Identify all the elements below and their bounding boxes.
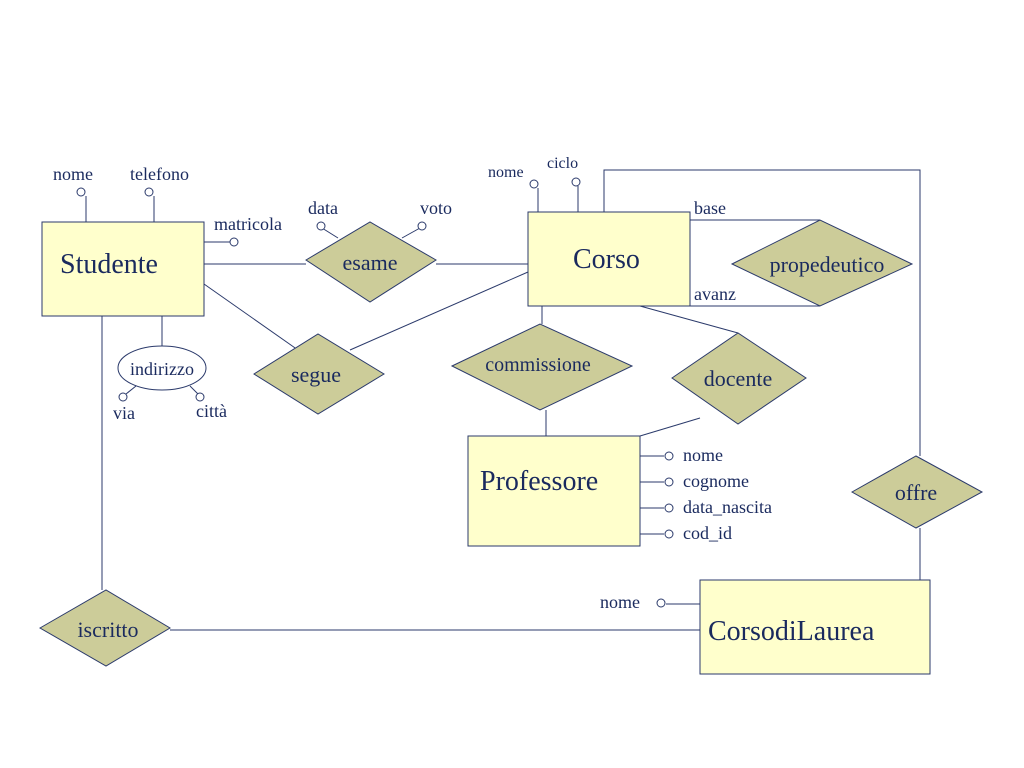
entity-label: CorsodiLaurea <box>708 616 875 647</box>
svg-text:telefono: telefono <box>130 164 189 184</box>
relationship-esame[interactable]: esame <box>305 221 437 303</box>
svg-text:cognome: cognome <box>683 471 749 491</box>
svg-text:nome: nome <box>600 592 640 612</box>
svg-text:data_nascita: data_nascita <box>683 497 772 517</box>
relationship-label: propedeutico <box>770 252 885 277</box>
svg-text:nome: nome <box>53 164 93 184</box>
relationship-segue[interactable]: segue <box>253 333 385 415</box>
relationship-label: commissione <box>485 354 591 376</box>
attribute-corso-ciclo: ciclo <box>547 155 581 187</box>
attribute-esame-data: data <box>308 198 338 231</box>
link-docente-professore <box>639 417 701 437</box>
attribute-studente-indirizzo: indirizzo <box>117 345 207 395</box>
svg-text:nome: nome <box>683 445 723 465</box>
relationship-propedeutico[interactable]: propedeutico <box>730 219 914 307</box>
entity-studente[interactable]: Studente <box>41 221 205 317</box>
role-label-base: base <box>694 198 726 218</box>
connections <box>101 169 921 631</box>
svg-text:ciclo: ciclo <box>547 155 578 172</box>
attribute-professore-cognome: cognome <box>664 471 749 491</box>
svg-text:nome: nome <box>488 164 524 181</box>
link-studente-segue <box>203 283 299 351</box>
attribute-stems <box>85 186 700 605</box>
attribute-corsodilaurea-nome: nome <box>600 592 666 612</box>
link-segue-corso <box>349 271 529 351</box>
entity-professore[interactable]: Professore <box>467 435 641 547</box>
relationship-label: iscritto <box>77 617 138 642</box>
entity-label: Professore <box>480 466 598 497</box>
attribute-studente-telefono: telefono <box>130 164 189 197</box>
attribute-studente-via: via <box>113 392 135 423</box>
attribute-corso-nome: nome <box>488 164 539 189</box>
attribute-professore-data-nascita: data_nascita <box>664 497 772 517</box>
attribute-professore-cod-id: cod_id <box>664 523 732 543</box>
svg-text:via: via <box>113 403 135 423</box>
relationship-commissione[interactable]: commissione <box>450 323 634 411</box>
relationship-docente[interactable]: docente <box>671 332 807 425</box>
attribute-studente-nome: nome <box>53 164 93 197</box>
attribute-professore-nome: nome <box>664 445 723 465</box>
relationship-offre[interactable]: offre <box>850 455 984 529</box>
entity-corsodilaurea[interactable]: CorsodiLaurea <box>699 579 931 675</box>
entity-corso[interactable]: Corso <box>527 211 691 307</box>
link-corso-offre <box>603 169 921 456</box>
relationship-label: offre <box>895 480 937 505</box>
entity-label: Studente <box>60 249 158 280</box>
relationship-label: docente <box>704 366 772 391</box>
relationship-iscritto[interactable]: iscritto <box>38 589 171 667</box>
svg-text:matricola: matricola <box>214 214 282 234</box>
relationship-label: segue <box>291 362 341 387</box>
attribute-studente-matricola: matricola <box>214 214 282 247</box>
attribute-esame-voto: voto <box>417 198 452 231</box>
svg-text:città: città <box>196 401 227 421</box>
svg-text:indirizzo: indirizzo <box>130 359 194 379</box>
relationship-label: esame <box>343 250 398 275</box>
svg-text:data: data <box>308 198 338 218</box>
svg-text:cod_id: cod_id <box>683 523 732 543</box>
entity-label: Corso <box>573 244 640 275</box>
svg-text:voto: voto <box>420 198 452 218</box>
role-label-avanz: avanz <box>694 284 736 304</box>
attribute-studente-citta: città <box>195 392 227 421</box>
link-corso-docente <box>639 305 739 334</box>
